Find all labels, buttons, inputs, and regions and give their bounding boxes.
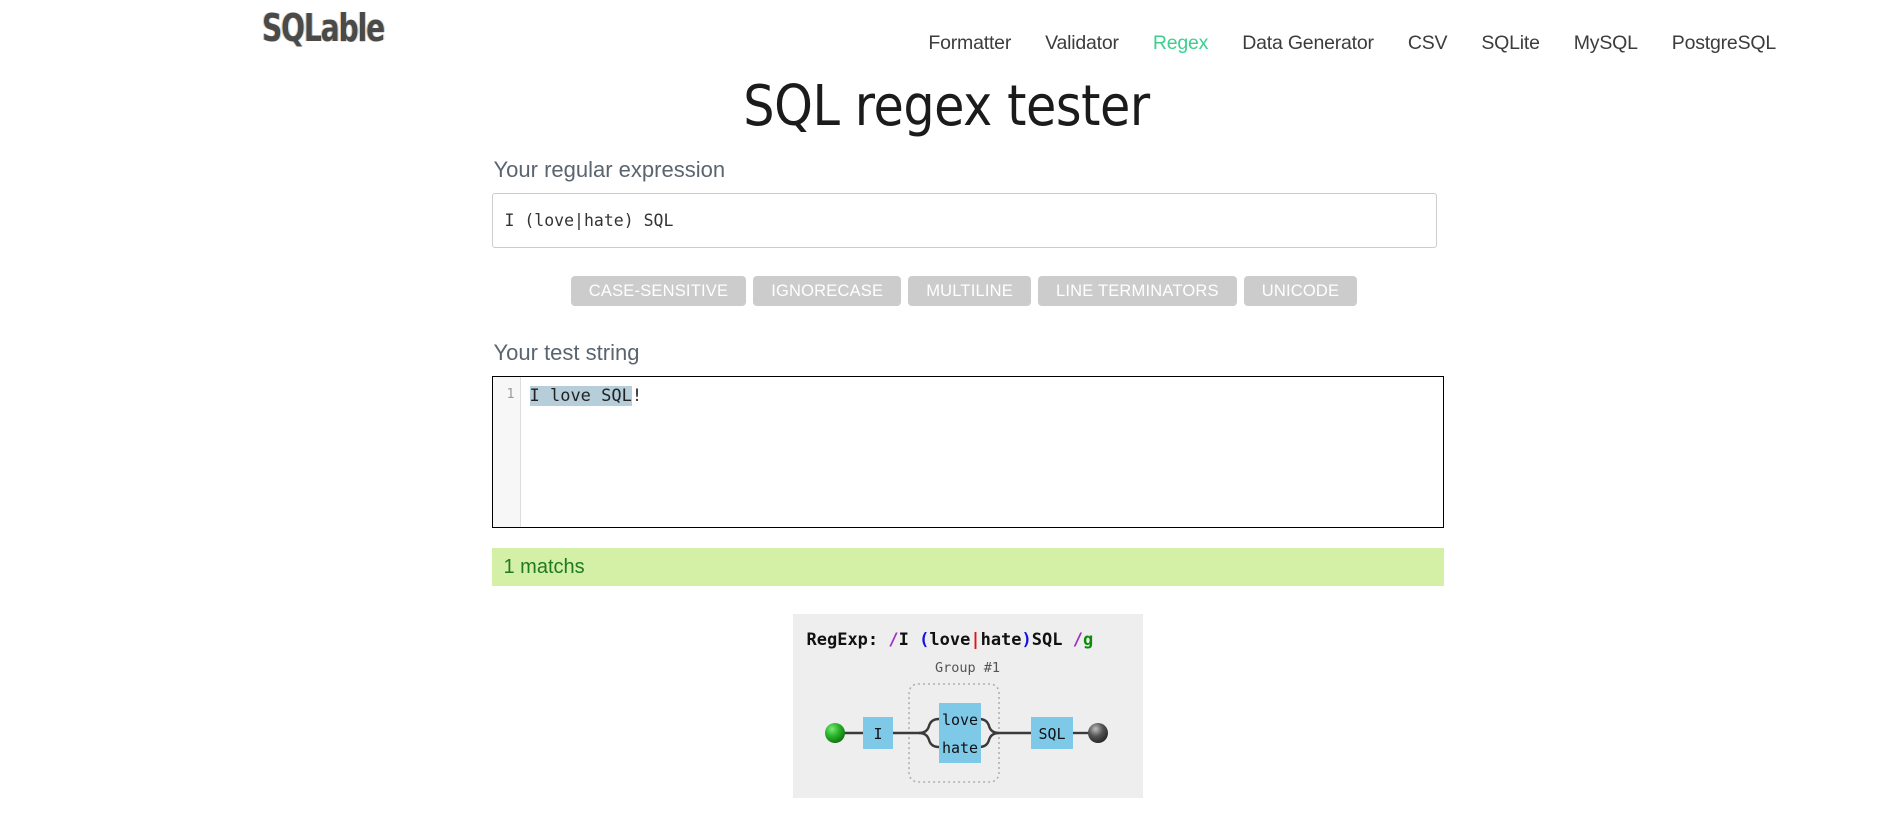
node-box-hate	[938, 731, 981, 763]
nav-item-csv[interactable]: CSV	[1407, 32, 1448, 54]
regexp-open-paren: (	[919, 630, 930, 650]
flag-button-case-sensitive[interactable]: CASE-SENSITIVE	[570, 276, 747, 306]
end-node-icon	[1087, 723, 1108, 743]
nav-item-validator[interactable]: Validator	[1045, 32, 1119, 54]
test-string-editor[interactable]: 1 I love SQL!	[491, 376, 1444, 528]
regex-flags-toolbar: CASE-SENSITIVE IGNORECASE MULTILINE LINE…	[492, 276, 1437, 306]
flag-button-multiline[interactable]: MULTILINE	[908, 276, 1031, 306]
start-node-icon	[824, 723, 845, 743]
node-box-love	[938, 703, 981, 735]
line-number-gutter: 1	[492, 377, 521, 527]
rail-merge-bottom	[978, 731, 999, 749]
regex-field-label: Your regular expression	[493, 157, 726, 182]
regexp-alternation-pipe: |	[970, 630, 981, 650]
node-label-i: I	[873, 725, 882, 743]
match-count-label: 1 matchs	[503, 555, 585, 578]
group-label: Group #1	[934, 660, 1001, 676]
node-box-sql	[1030, 717, 1073, 749]
test-string-label: Your test string	[493, 340, 640, 365]
nav-item-sqlite[interactable]: SQLite	[1481, 32, 1540, 54]
site-logo[interactable]: SQLable	[262, 6, 385, 50]
nav-item-formatter[interactable]: Formatter	[928, 32, 1012, 54]
regexp-open-delimiter: /	[888, 630, 899, 650]
regexp-close-paren: )	[1021, 630, 1032, 650]
railroad-diagram: I love hate SQL	[824, 683, 1108, 783]
rail-split-top	[918, 717, 939, 735]
regex-diagram-wrapper: RegExp: /I (love|hate)SQL /g Group #1	[492, 614, 1444, 798]
test-string-content[interactable]: I love SQL!	[521, 377, 1443, 527]
node-label-sql: SQL	[1038, 725, 1065, 743]
node-box-i	[862, 717, 893, 749]
regexp-literal-before: I	[898, 630, 920, 650]
node-label-hate: hate	[941, 739, 977, 757]
main-content: Your regular expression CASE-SENSITIVE I…	[472, 157, 1444, 798]
flag-button-unicode[interactable]: UNICODE	[1243, 276, 1358, 306]
regexp-alt-b: hate	[980, 630, 1022, 650]
nav-item-data-generator[interactable]: Data Generator	[1242, 32, 1374, 54]
page-title: SQL regex tester	[743, 74, 1150, 139]
rail-split-bottom	[918, 731, 939, 749]
site-header: SQLable Formatter Validator Regex Data G…	[0, 0, 1893, 66]
node-label-love: love	[941, 711, 977, 729]
nav-item-regex[interactable]: Regex	[1152, 32, 1209, 54]
regex-diagram-panel: RegExp: /I (love|hate)SQL /g Group #1	[792, 614, 1143, 798]
main-navigation: Formatter Validator Regex Data Generator…	[911, 32, 1793, 55]
flag-button-ignorecase[interactable]: IGNORECASE	[753, 276, 902, 306]
nav-item-mysql[interactable]: MySQL	[1573, 32, 1638, 54]
nav-item-postgresql[interactable]: PostgreSQL	[1671, 32, 1776, 54]
regexp-global-flag: g	[1082, 630, 1094, 650]
test-string-remainder: !	[631, 386, 643, 406]
match-count-bar: 1 matchs	[491, 548, 1444, 586]
flag-button-line-terminators[interactable]: LINE TERMINATORS	[1037, 276, 1237, 306]
regexp-close-delimiter: /	[1072, 630, 1083, 650]
regexp-alt-a: love	[929, 630, 971, 650]
regexp-source-line: RegExp: /I (love|hate)SQL /g	[793, 630, 1143, 650]
match-highlight: I love SQL	[529, 386, 632, 406]
rail-merge-top	[978, 717, 999, 735]
regexp-prefix-label: RegExp:	[806, 630, 889, 650]
regexp-literal-after: SQL	[1031, 630, 1073, 650]
regex-input[interactable]	[491, 193, 1437, 248]
